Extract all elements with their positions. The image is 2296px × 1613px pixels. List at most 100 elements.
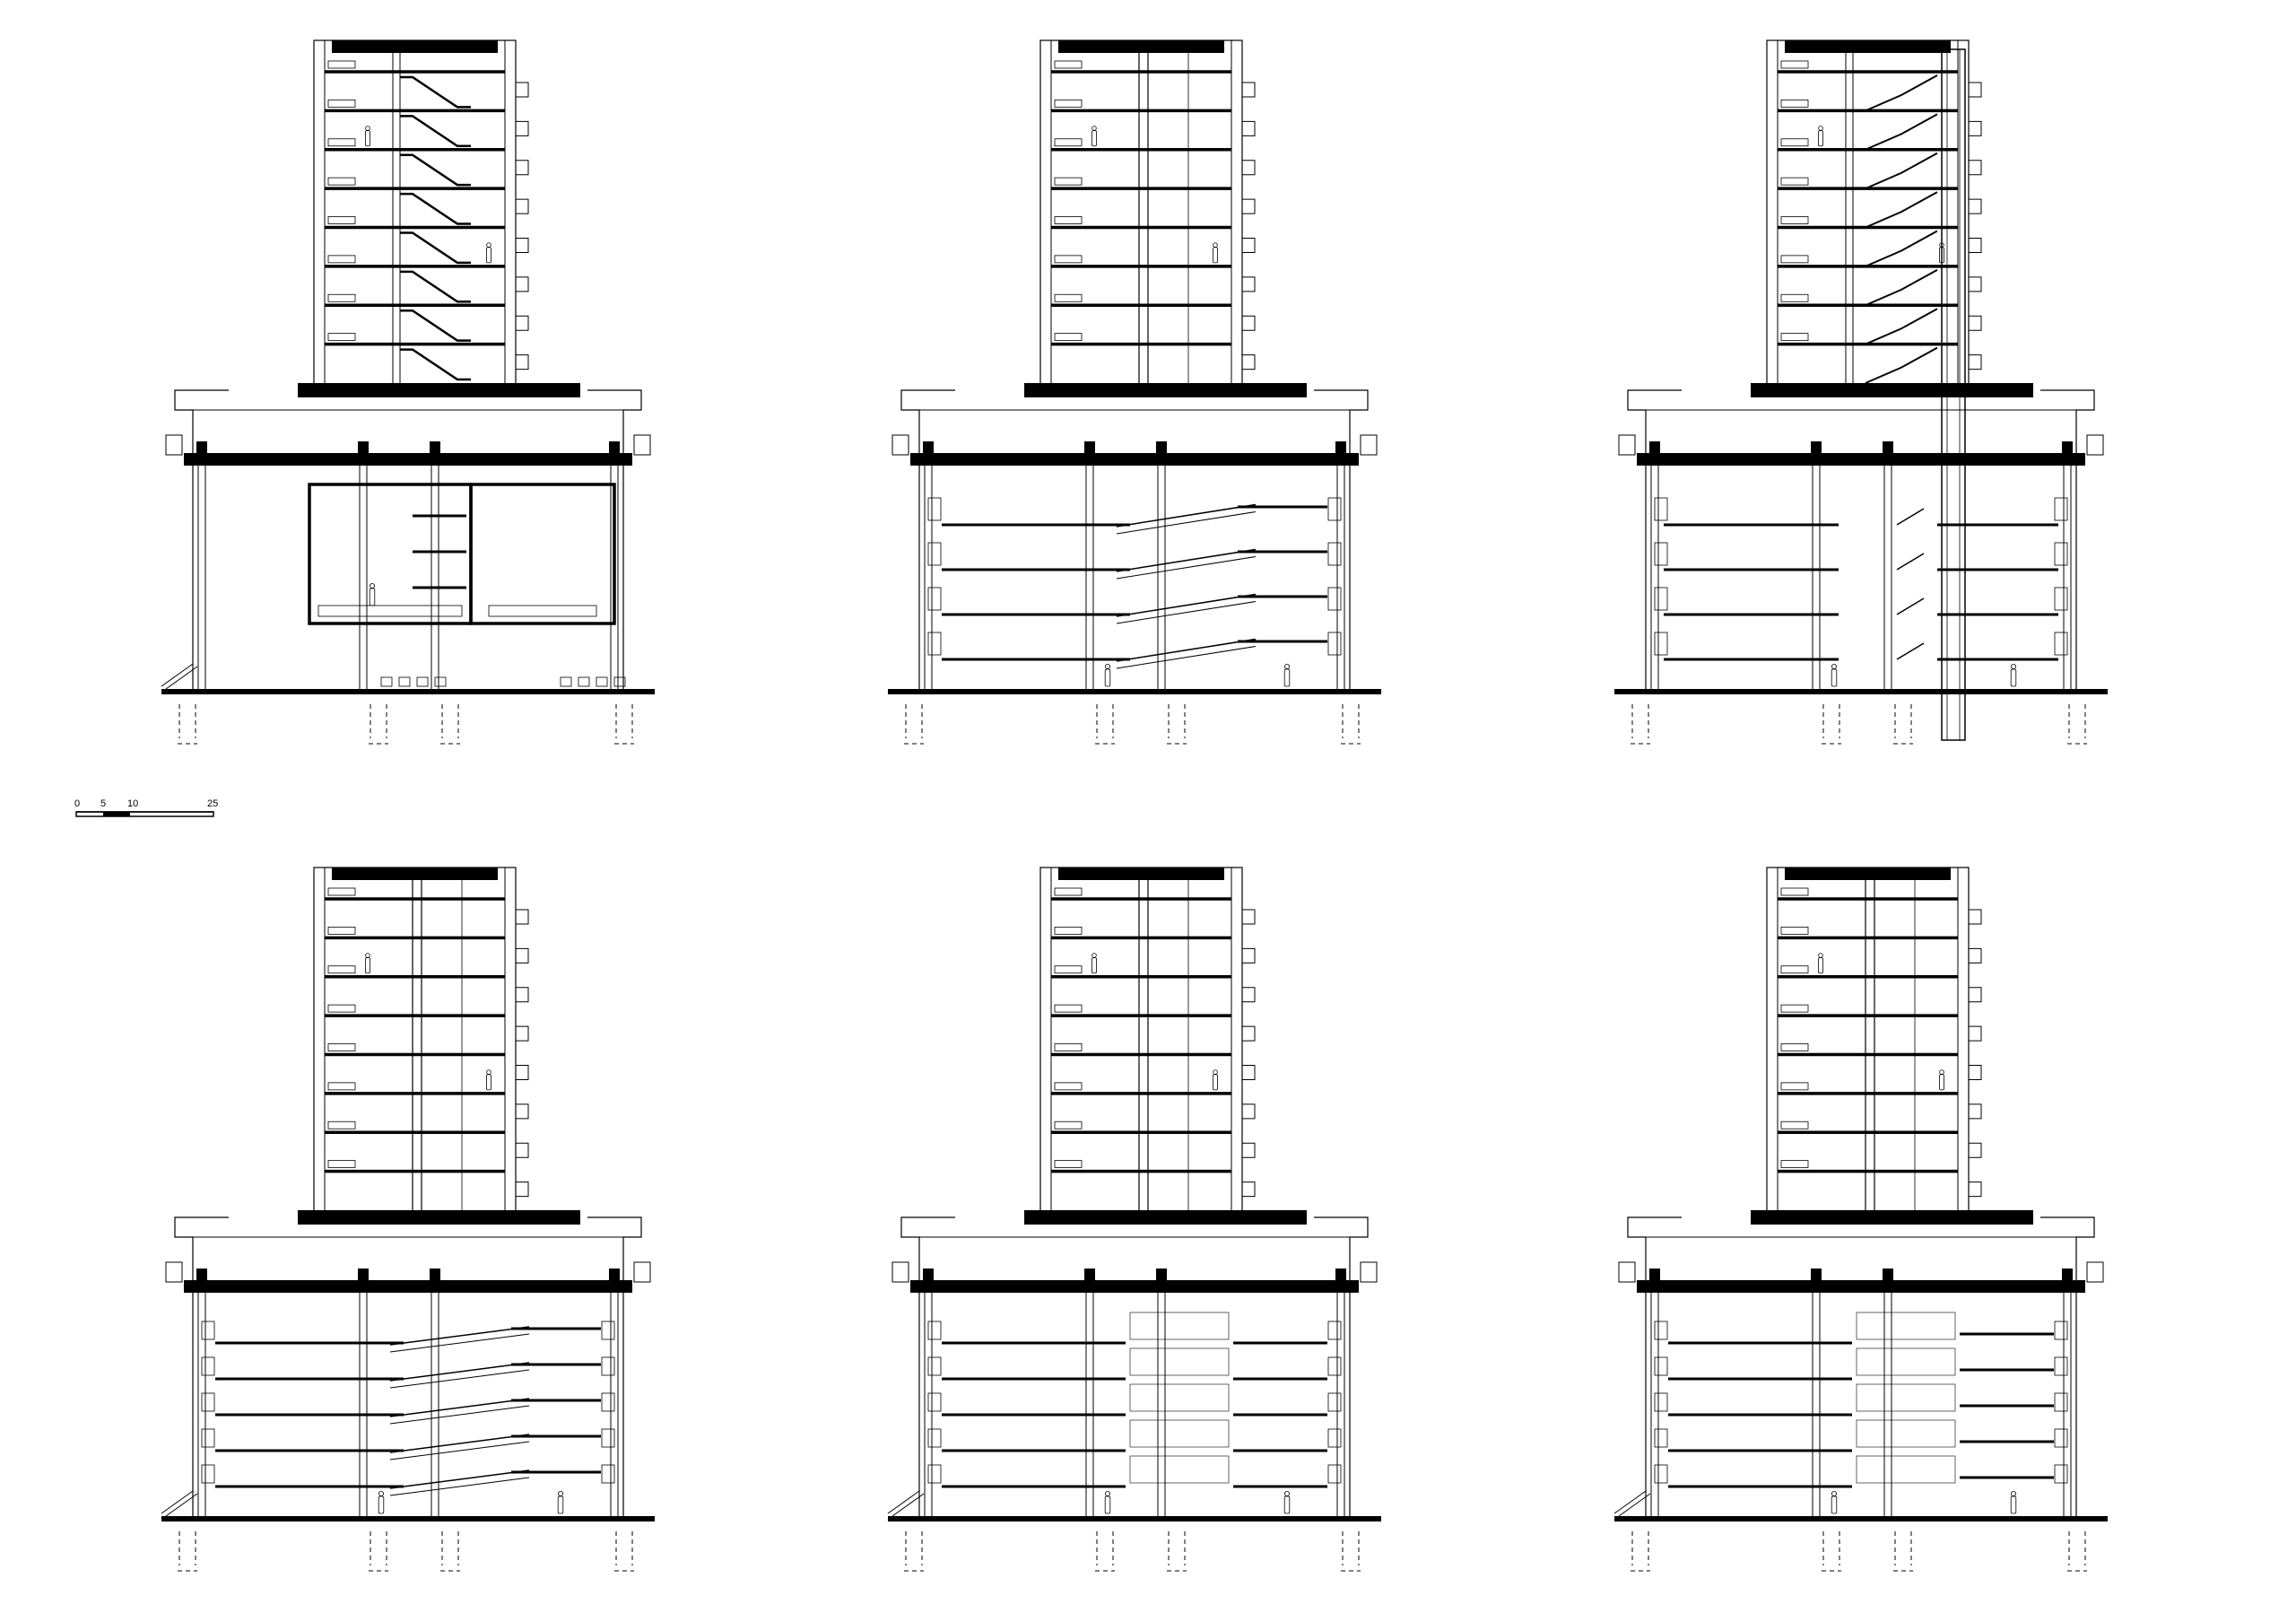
balcony: [1241, 238, 1256, 253]
furniture: [1054, 177, 1083, 186]
balcony: [515, 1025, 529, 1042]
furniture: [327, 1004, 356, 1013]
person-figure-body: [365, 130, 370, 147]
person-figure-body: [1104, 1495, 1111, 1514]
facade-fin: [927, 542, 942, 566]
column-head: [2062, 441, 2073, 465]
column-head: [1883, 441, 1893, 465]
column-head: [1811, 441, 1822, 465]
ramp-edge: [389, 1326, 530, 1346]
person-figure-body: [1831, 668, 1838, 687]
facade-fin: [2054, 1356, 2068, 1376]
facade-fin: [201, 1464, 215, 1484]
furniture: [327, 293, 356, 302]
parapet-left: [1618, 1261, 1636, 1283]
podium-roof-slab: [910, 453, 1359, 466]
person-figure: [1104, 1491, 1110, 1497]
balcony: [1241, 82, 1256, 98]
furniture: [1780, 926, 1809, 935]
balcony: [515, 1142, 529, 1158]
balcony: [1968, 354, 1982, 371]
balcony: [1241, 1142, 1256, 1158]
balcony: [1968, 947, 1982, 963]
section-6: [1613, 867, 2108, 1572]
balcony: [1968, 198, 1982, 214]
core-bay: [1856, 1347, 1956, 1376]
tower-outline: [1039, 39, 1243, 391]
column-head: [923, 1269, 934, 1292]
balcony: [515, 947, 529, 963]
person-figure-body: [1091, 957, 1097, 974]
scale-tick-25: 25: [207, 798, 218, 809]
core-bay: [1129, 1419, 1230, 1448]
section-2: [888, 39, 1381, 745]
ramp-edge: [1116, 548, 1257, 572]
stair-flight: [1865, 152, 1938, 190]
facade-fin: [2054, 1392, 2068, 1412]
facade-fin: [1327, 1392, 1342, 1412]
ramp: [887, 1490, 920, 1514]
hall-box: [308, 483, 473, 625]
facade-fin: [201, 1428, 215, 1448]
ground-line: [161, 1516, 655, 1521]
stair-flight: [1865, 113, 1938, 151]
stair-flight: [400, 153, 471, 187]
ramp: [161, 1490, 194, 1514]
stair-flight: [400, 310, 471, 342]
balcony: [515, 1103, 529, 1120]
scale-tick-5: 5: [100, 798, 106, 809]
parapet-left: [891, 434, 909, 456]
furniture: [1780, 1120, 1809, 1129]
person-figure-body: [1939, 1074, 1944, 1091]
person-figure-body: [1283, 668, 1291, 687]
balcony: [1241, 354, 1256, 371]
person-figure-body: [1091, 130, 1097, 147]
stair-flight: [1865, 191, 1938, 229]
furniture: [1780, 255, 1809, 264]
person-figure: [365, 126, 370, 131]
furniture: [1780, 965, 1809, 974]
furniture: [327, 333, 356, 342]
furniture: [1054, 887, 1083, 896]
facade-fin: [1327, 1321, 1342, 1340]
stair-flight: [400, 348, 471, 381]
facade-fin: [1654, 1392, 1668, 1412]
sections-layer: [161, 39, 2108, 1572]
furniture: [327, 177, 356, 186]
balcony: [515, 82, 529, 98]
person-figure: [2011, 1491, 2017, 1497]
ramp: [165, 666, 198, 690]
furniture: [1780, 138, 1809, 147]
person-figure-body: [1831, 1495, 1838, 1514]
section-5: [887, 867, 1381, 1572]
person-figure: [1091, 953, 1097, 958]
stair-flight: [400, 192, 471, 225]
column-head: [1084, 1269, 1095, 1292]
furniture: [327, 216, 356, 224]
furniture: [1780, 60, 1809, 69]
furniture: [1054, 1160, 1083, 1169]
facade-fin: [1327, 632, 1342, 656]
balcony: [1968, 987, 1982, 1003]
balcony: [1968, 1025, 1982, 1042]
person-figure: [1104, 664, 1110, 670]
facade-fin: [1327, 1428, 1342, 1448]
facade-fin: [1327, 1356, 1342, 1376]
facade-fin: [1327, 1464, 1342, 1484]
ground-line: [1614, 689, 2108, 694]
furniture: [1780, 216, 1809, 224]
person-figure-body: [2010, 1495, 2017, 1514]
stair-flight: [1865, 346, 1938, 384]
person-figure: [1818, 953, 1823, 958]
facade-fin: [1654, 1428, 1668, 1448]
facade-fin: [1654, 1356, 1668, 1376]
ground-line: [1614, 1516, 2108, 1521]
stair-flight: [1865, 308, 1938, 345]
stair-flight: [1896, 597, 1925, 615]
facade-fin: [2054, 1321, 2068, 1340]
column-head: [430, 1269, 440, 1292]
ramp-edge: [389, 1441, 530, 1460]
facade-fin: [2054, 587, 2068, 611]
balcony: [1241, 1065, 1256, 1080]
